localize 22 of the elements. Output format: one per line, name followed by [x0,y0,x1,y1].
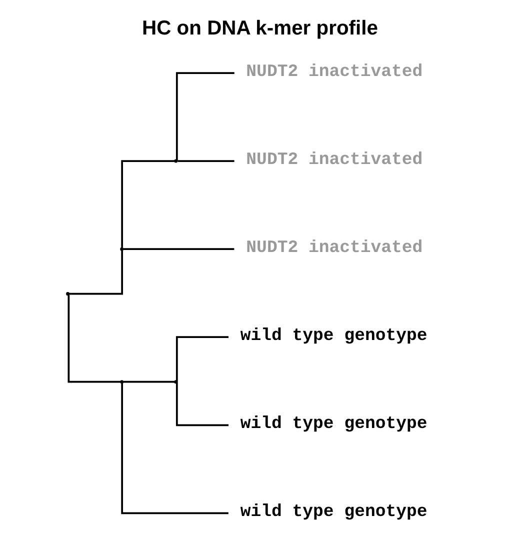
node-point [66,292,70,296]
node-point [120,247,124,251]
node-point [174,159,178,163]
connector [120,160,174,248]
connector [175,382,228,426]
node-text: wild type genotype [240,503,427,522]
connector [120,383,228,514]
node-text: NUDT2 inactivated [246,239,422,258]
connector [122,380,174,383]
connector [177,160,234,162]
node-point [174,380,178,384]
connector [67,294,120,383]
connector [175,72,234,161]
connector [68,250,123,295]
node-text: wild type genotype [240,327,427,346]
node-text: NUDT2 inactivated [246,151,422,170]
diagram-title: HC on DNA k-mer profile [142,17,378,40]
connector [122,248,234,250]
connector [175,336,228,382]
node-text: NUDT2 inactivated [246,63,422,82]
node-point [120,380,124,384]
node-text: wild type genotype [240,415,427,434]
